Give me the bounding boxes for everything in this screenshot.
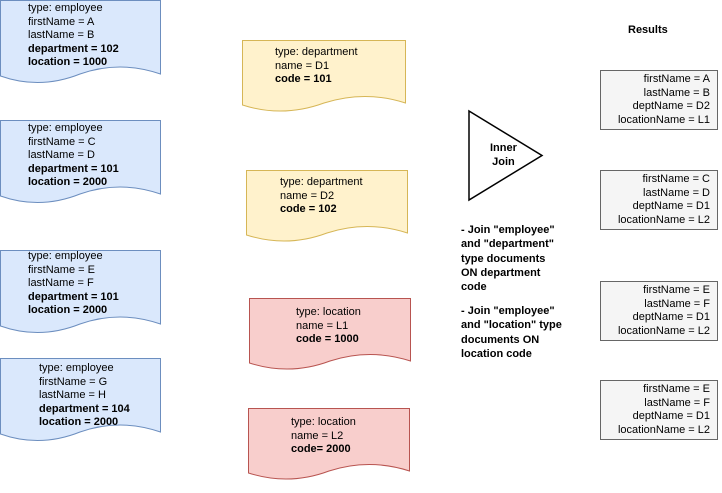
join-notes-location: - Join "employee" and "location" type do… bbox=[461, 304, 562, 361]
employee-last-name: lastName = H bbox=[39, 389, 106, 401]
note-line: code bbox=[461, 281, 487, 294]
result-location-name: locationName = L2 bbox=[617, 213, 710, 226]
result-box-1: firstName = A lastName = B deptName = D2… bbox=[600, 70, 718, 130]
employee-first-name: firstName = A bbox=[28, 15, 95, 28]
employee-doc-1: type: employee firstName = A lastName = … bbox=[0, 0, 161, 90]
department-doc-1: type: department name = D1 code = 101 bbox=[242, 40, 406, 120]
employee-department: department = 102 bbox=[28, 42, 119, 55]
location-type: type: location bbox=[291, 416, 356, 428]
employee-location: location = 2000 bbox=[39, 416, 119, 428]
employee-type: type: employee bbox=[39, 362, 114, 374]
inner-join-triangle: Inner Join bbox=[468, 109, 544, 202]
location-code: code = 1000 bbox=[296, 333, 359, 345]
employee-doc-2: type: employee firstName = C lastName = … bbox=[0, 120, 161, 210]
employee-first-name: firstName = E bbox=[28, 263, 95, 276]
result-box-3: firstName = E lastName = F deptName = D1… bbox=[600, 281, 718, 341]
note-line: ON department bbox=[461, 266, 541, 279]
result-box-2: firstName = C lastName = D deptName = D1… bbox=[600, 170, 718, 230]
location-name: name = L1 bbox=[296, 319, 349, 332]
result-location-name: locationName = L1 bbox=[617, 113, 710, 126]
employee-location: location = 2000 bbox=[28, 176, 108, 188]
note-line: and "department" bbox=[461, 238, 554, 251]
result-first-name: firstName = E bbox=[643, 284, 710, 296]
employee-location: location = 2000 bbox=[28, 304, 108, 316]
inner-join-label-line2: Join bbox=[492, 156, 515, 168]
result-first-name: firstName = C bbox=[642, 173, 710, 185]
department-code: code = 101 bbox=[275, 73, 332, 85]
employee-location: location = 1000 bbox=[28, 56, 108, 68]
result-dept-name: deptName = D2 bbox=[632, 100, 710, 112]
result-last-name: lastName = F bbox=[644, 396, 710, 409]
employee-department: department = 101 bbox=[28, 290, 119, 303]
employee-last-name: lastName = D bbox=[28, 149, 95, 161]
employee-type: type: employee bbox=[28, 250, 103, 262]
result-first-name: firstName = A bbox=[643, 73, 710, 85]
employee-first-name: firstName = G bbox=[39, 375, 108, 388]
department-type: type: department bbox=[280, 176, 363, 188]
employee-last-name: lastName = F bbox=[28, 277, 94, 289]
department-doc-2: type: department name = D2 code = 102 bbox=[246, 170, 408, 250]
note-line: - Join "employee" bbox=[461, 305, 555, 317]
location-doc-1: type: location name = L1 code = 1000 bbox=[249, 298, 411, 378]
note-line: documents ON bbox=[461, 333, 540, 346]
result-location-name: locationName = L2 bbox=[617, 324, 710, 337]
employee-department: department = 104 bbox=[39, 402, 130, 415]
employee-type: type: employee bbox=[28, 2, 103, 14]
location-doc-2: type: location name = L2 code= 2000 bbox=[248, 408, 410, 488]
employee-doc-4: type: employee firstName = G lastName = … bbox=[0, 358, 161, 448]
result-last-name: lastName = F bbox=[644, 297, 710, 310]
results-title: Results bbox=[628, 24, 668, 36]
result-dept-name: deptName = D1 bbox=[632, 410, 710, 422]
result-dept-name: deptName = D1 bbox=[632, 311, 710, 323]
location-type: type: location bbox=[296, 306, 361, 318]
location-name: name = L2 bbox=[291, 429, 344, 442]
result-last-name: lastName = D bbox=[643, 186, 710, 199]
employee-doc-3: type: employee firstName = E lastName = … bbox=[0, 250, 161, 340]
note-line: location code bbox=[461, 347, 532, 360]
result-location-name: locationName = L2 bbox=[617, 423, 710, 436]
employee-type: type: employee bbox=[28, 122, 103, 134]
department-type: type: department bbox=[275, 46, 358, 58]
location-code: code= 2000 bbox=[291, 443, 351, 455]
join-notes-department: - Join "employee" and "department" type … bbox=[461, 223, 555, 294]
result-box-4: firstName = E lastName = F deptName = D1… bbox=[600, 380, 718, 440]
note-line: and "location" type bbox=[461, 319, 562, 332]
result-dept-name: deptName = D1 bbox=[632, 200, 710, 212]
department-name: name = D2 bbox=[280, 189, 335, 202]
note-line: - Join "employee" bbox=[461, 224, 555, 236]
employee-last-name: lastName = B bbox=[28, 29, 95, 41]
department-code: code = 102 bbox=[280, 203, 337, 215]
employee-first-name: firstName = C bbox=[28, 135, 96, 148]
department-name: name = D1 bbox=[275, 59, 330, 72]
inner-join-label-line1: Inner bbox=[490, 142, 517, 154]
result-first-name: firstName = E bbox=[643, 383, 710, 395]
result-last-name: lastName = B bbox=[643, 86, 710, 99]
employee-department: department = 101 bbox=[28, 162, 119, 175]
note-line: type documents bbox=[461, 252, 546, 265]
